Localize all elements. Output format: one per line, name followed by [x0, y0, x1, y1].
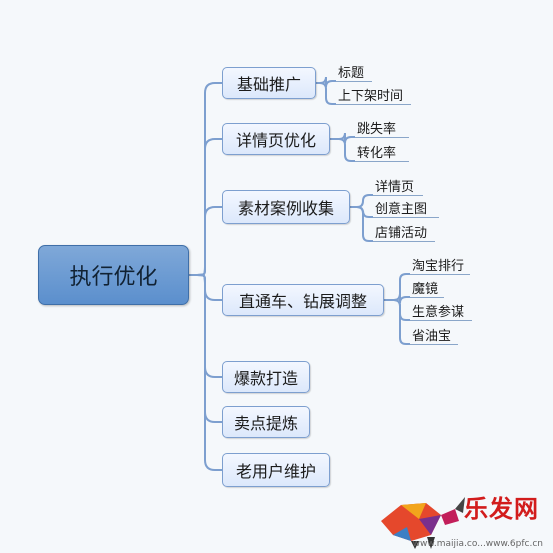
- watermark-brand: 乐发网: [464, 494, 539, 523]
- leaf-node[interactable]: 标题: [336, 62, 372, 82]
- branch-leaf-connector: [350, 206, 373, 242]
- branch-node[interactable]: 直通车、钻展调整: [222, 284, 384, 316]
- branch-node[interactable]: 卖点提炼: [222, 406, 310, 438]
- leaf-node[interactable]: 跳失率: [355, 118, 409, 138]
- watermark-logo: 乐发网 www.maijia.co...www.6pfc.cn: [371, 491, 549, 549]
- leaf-node[interactable]: 转化率: [355, 142, 409, 162]
- root-branch-connector: [189, 206, 222, 276]
- branch-leaf-connector: [330, 138, 355, 162]
- branch-node[interactable]: 老用户维护: [222, 453, 330, 487]
- branch-node[interactable]: 基础推广: [222, 67, 316, 99]
- leaf-node[interactable]: 上下架时间: [336, 85, 411, 105]
- branch-node[interactable]: 爆款打造: [222, 361, 310, 393]
- branch-leaf-connector: [384, 299, 410, 345]
- branch-leaf-connector: [384, 299, 410, 321]
- watermark-url: www.maijia.co...www.6pfc.cn: [412, 539, 543, 549]
- branch-node[interactable]: 详情页优化: [222, 123, 330, 155]
- root-branch-connector: [189, 274, 222, 471]
- branch-leaf-connector: [350, 194, 373, 208]
- branch-leaf-connector: [316, 82, 336, 105]
- leaf-node[interactable]: 淘宝排行: [410, 255, 470, 275]
- root-node[interactable]: 执行优化: [38, 245, 189, 305]
- branch-node[interactable]: 素材案例收集: [222, 190, 350, 224]
- leaf-node[interactable]: 详情页: [373, 176, 423, 196]
- leaf-node[interactable]: 店铺活动: [373, 222, 435, 242]
- bull-logo-icon: [381, 497, 465, 549]
- leaf-node[interactable]: 生意参谋: [410, 301, 472, 321]
- leaf-node[interactable]: 创意主图: [373, 198, 439, 218]
- leaf-node[interactable]: 魔镜: [410, 278, 444, 298]
- leaf-node[interactable]: 省油宝: [410, 325, 458, 345]
